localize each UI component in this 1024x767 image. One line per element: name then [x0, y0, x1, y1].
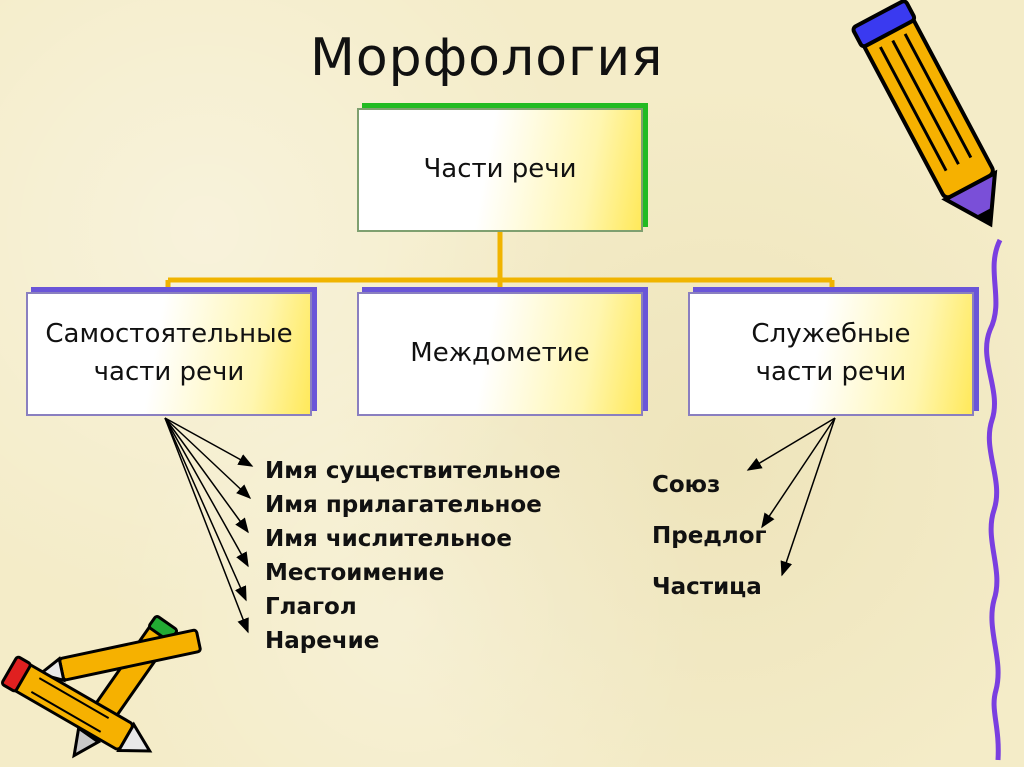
page-title: Морфология: [310, 28, 670, 88]
independent-arrows: [165, 418, 252, 632]
root-node: Части речи: [357, 108, 643, 232]
independent-parts-node: Самостоятельные части речи: [26, 292, 312, 416]
list-item: Союз: [652, 460, 767, 511]
independent-parts-line1: Самостоятельные: [45, 316, 292, 354]
auxiliary-parts-node: Служебные части речи: [688, 292, 974, 416]
decorative-border-line: [987, 240, 1000, 760]
list-item: Имя числительное: [265, 522, 561, 556]
list-item: Имя прилагательное: [265, 488, 561, 522]
tree-connector: [168, 232, 832, 292]
list-item: Наречие: [265, 624, 561, 658]
pencil-icon: [852, 0, 1017, 238]
independent-parts-list: Имя существительное Имя прилагательное И…: [265, 454, 561, 658]
auxiliary-parts-line1: Служебные: [751, 316, 910, 354]
list-item: Имя существительное: [265, 454, 561, 488]
auxiliary-parts-list: Союз Предлог Частица: [652, 460, 767, 613]
interjection-label: Междометие: [410, 335, 589, 373]
root-node-label: Части речи: [423, 151, 576, 189]
independent-parts-line2: части речи: [45, 354, 292, 392]
list-item: Глагол: [265, 590, 561, 624]
list-item: Частица: [652, 562, 767, 613]
interjection-node: Междометие: [357, 292, 643, 416]
list-item: Местоимение: [265, 556, 561, 590]
list-item: Предлог: [652, 511, 767, 562]
auxiliary-parts-line2: части речи: [751, 354, 910, 392]
